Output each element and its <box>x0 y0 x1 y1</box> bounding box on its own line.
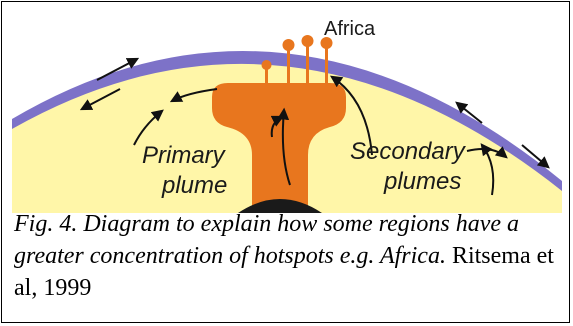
africa-label: Africa <box>324 18 376 40</box>
figure-caption: Fig. 4. Diagram to explain how some regi… <box>14 208 562 304</box>
primary-label-line2: plume <box>161 172 227 199</box>
caption-text: Fig. 4. Diagram to explain how some regi… <box>14 211 519 269</box>
secondary-label-line1: Secondary <box>350 138 467 165</box>
primary-label-line1: Primary <box>142 142 227 169</box>
hotspot-diagram: Africa Primary plume Secondary plumes <box>12 5 562 213</box>
secondary-label-line2: plumes <box>383 168 461 195</box>
